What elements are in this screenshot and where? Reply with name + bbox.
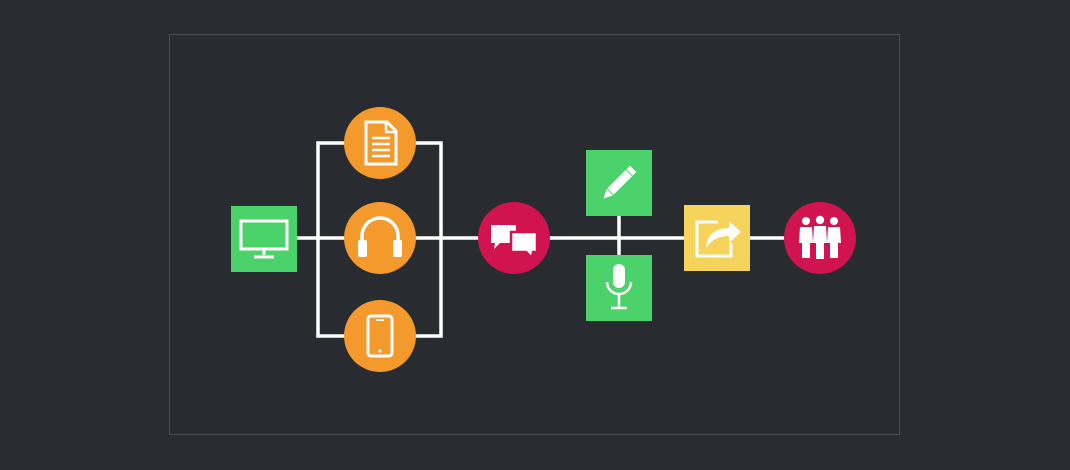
people-icon <box>799 215 841 259</box>
chat-bubbles-icon <box>491 225 539 261</box>
node-pencil[interactable] <box>586 150 652 216</box>
node-share[interactable] <box>684 205 750 271</box>
pencil-icon <box>603 165 637 199</box>
node-headphones[interactable] <box>344 202 416 274</box>
tv-icon <box>239 219 289 259</box>
node-tablet[interactable] <box>344 300 416 372</box>
microphone-icon <box>605 264 633 310</box>
node-chat[interactable] <box>478 202 550 274</box>
tablet-icon <box>366 314 394 358</box>
node-tablet-circle <box>344 300 416 372</box>
document-icon <box>364 120 398 166</box>
node-headphones-circle <box>344 202 416 274</box>
node-tv[interactable] <box>231 206 297 272</box>
node-document[interactable] <box>344 107 416 179</box>
share-icon <box>695 220 741 258</box>
node-people[interactable] <box>784 202 856 274</box>
node-microphone[interactable] <box>586 255 652 321</box>
headphones-icon <box>358 216 402 257</box>
